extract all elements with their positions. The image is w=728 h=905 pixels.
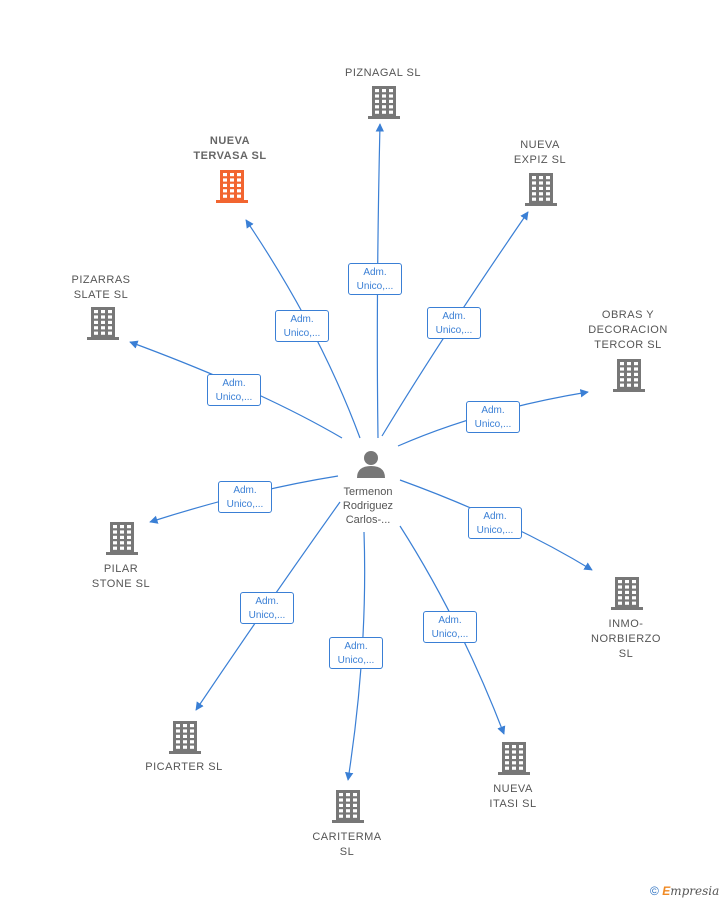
- company-label-line: PIZNAGAL SL: [344, 67, 421, 79]
- company-label-line: NUEVA: [209, 135, 251, 147]
- role-label-line: Unico,...: [215, 392, 253, 403]
- role-label-line: Unico,...: [435, 325, 473, 336]
- brand-initial: E: [662, 884, 671, 898]
- company-label-line: TERVASA SL: [193, 150, 267, 162]
- company-label-inmo-norbierzo[interactable]: INMO- NORBIERZO SL: [561, 617, 691, 662]
- company-label-line: DECORACION: [588, 324, 668, 336]
- role-label-line: Adm.: [344, 641, 368, 652]
- company-label-line: EXPIZ SL: [513, 154, 567, 166]
- company-label-line: ITASI SL: [489, 798, 537, 810]
- company-label-line: INMO-: [608, 618, 644, 630]
- building-icon[interactable]: [87, 307, 119, 340]
- role-label-line: Adm.: [290, 314, 314, 325]
- role-label-line: Unico,...: [476, 525, 514, 536]
- role-label-line: Adm.: [438, 615, 462, 626]
- company-label-pizarras-slate[interactable]: PIZARRAS SLATE SL: [36, 273, 166, 303]
- footer-brand: © Empresia: [650, 884, 719, 898]
- role-box-pilar-stone[interactable]: Adm. Unico,...: [218, 481, 272, 513]
- brand-name: mpresia: [670, 884, 720, 898]
- company-label-line: PILAR: [103, 563, 139, 575]
- company-label-cariterma[interactable]: CARITERMA SL: [282, 830, 412, 860]
- role-label-line: Adm.: [363, 267, 387, 278]
- building-icon[interactable]: [368, 86, 400, 119]
- company-label-nueva-itasi[interactable]: NUEVA ITASI SL: [448, 782, 578, 812]
- role-label-line: Adm.: [481, 405, 505, 416]
- role-label-line: Unico,...: [248, 610, 286, 621]
- role-box-nueva-expiz[interactable]: Adm. Unico,...: [427, 307, 481, 339]
- role-box-nueva-tervasa[interactable]: Adm. Unico,...: [275, 310, 329, 342]
- role-label-line: Unico,...: [431, 629, 469, 640]
- company-label-nueva-tervasa[interactable]: NUEVA TERVASA SL: [165, 134, 295, 164]
- building-icon[interactable]: [106, 522, 138, 555]
- person-icon[interactable]: [357, 451, 385, 478]
- role-box-inmo-norbierzo[interactable]: Adm. Unico,...: [468, 507, 522, 539]
- company-label-line: SL: [339, 846, 355, 858]
- role-box-nueva-itasi[interactable]: Adm. Unico,...: [423, 611, 477, 643]
- person-name-line: Carlos-...: [345, 514, 391, 526]
- center-person-name[interactable]: Termenon Rodriguez Carlos-...: [318, 485, 418, 527]
- role-box-obras-decoracion[interactable]: Adm. Unico,...: [466, 401, 520, 433]
- company-label-picarter[interactable]: PICARTER SL: [119, 760, 249, 775]
- company-label-piznagal[interactable]: PIZNAGAL SL: [318, 66, 448, 81]
- building-icon[interactable]: [216, 170, 248, 203]
- role-label-line: Adm.: [483, 511, 507, 522]
- company-label-line: TERCOR SL: [594, 339, 662, 351]
- role-label-line: Adm.: [255, 596, 279, 607]
- building-icon[interactable]: [525, 173, 557, 206]
- building-icon[interactable]: [169, 721, 201, 754]
- company-label-line: SLATE SL: [73, 289, 129, 301]
- role-label-line: Adm.: [442, 311, 466, 322]
- role-box-piznagal[interactable]: Adm. Unico,...: [348, 263, 402, 295]
- company-label-nueva-expiz[interactable]: NUEVA EXPIZ SL: [475, 138, 605, 168]
- company-label-line: PICARTER SL: [145, 761, 223, 773]
- company-label-line: NUEVA: [520, 139, 560, 151]
- role-box-pizarras-slate[interactable]: Adm. Unico,...: [207, 374, 261, 406]
- role-box-cariterma[interactable]: Adm. Unico,...: [329, 637, 383, 669]
- building-icon[interactable]: [613, 359, 645, 392]
- company-label-line: NUEVA: [493, 783, 533, 795]
- copyright-icon: ©: [650, 884, 659, 898]
- building-icon[interactable]: [332, 790, 364, 823]
- role-label-line: Adm.: [233, 485, 257, 496]
- person-name-line: Termenon: [343, 486, 393, 498]
- company-label-pilar-stone[interactable]: PILAR STONE SL: [56, 562, 186, 592]
- company-label-obras-decoracion[interactable]: OBRAS Y DECORACION TERCOR SL: [563, 308, 693, 353]
- role-label-line: Unico,...: [356, 281, 394, 292]
- company-label-line: PIZARRAS: [71, 274, 131, 286]
- building-icon[interactable]: [611, 577, 643, 610]
- company-label-line: OBRAS Y: [601, 309, 655, 321]
- role-label-line: Unico,...: [283, 328, 321, 339]
- company-label-line: STONE SL: [91, 578, 151, 590]
- person-name-line: Rodriguez: [342, 500, 394, 512]
- company-label-line: NORBIERZO: [591, 633, 661, 645]
- role-label-line: Unico,...: [226, 499, 264, 510]
- role-box-picarter[interactable]: Adm. Unico,...: [240, 592, 294, 624]
- role-label-line: Adm.: [222, 378, 246, 389]
- role-label-line: Unico,...: [474, 419, 512, 430]
- company-label-line: SL: [618, 648, 634, 660]
- company-label-line: CARITERMA: [312, 831, 382, 843]
- role-label-line: Unico,...: [337, 655, 375, 666]
- building-icon[interactable]: [498, 742, 530, 775]
